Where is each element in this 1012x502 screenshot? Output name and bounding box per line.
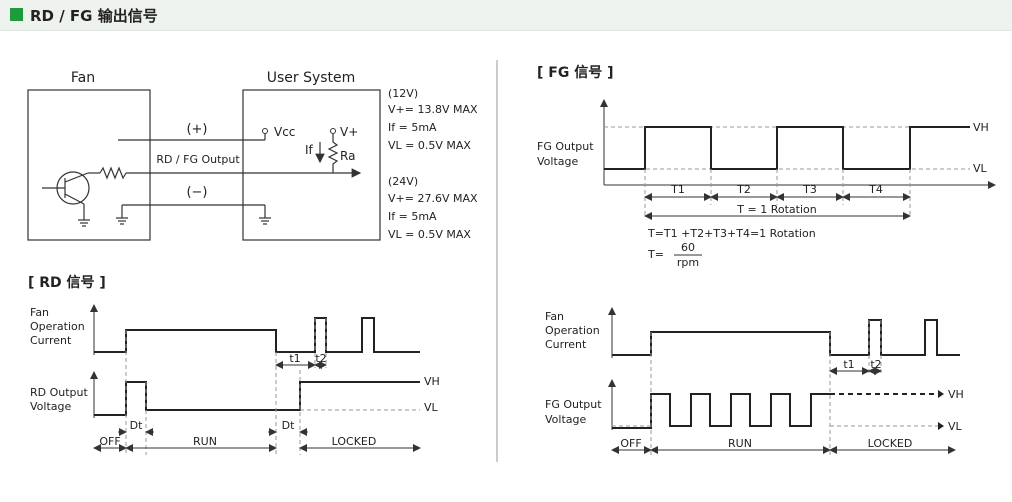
svg-text:VL = 0.5V MAX: VL = 0.5V MAX — [388, 139, 471, 152]
svg-text:Operation: Operation — [545, 324, 600, 337]
svg-text:t1: t1 — [289, 352, 300, 365]
specs-12v: (12V) V+= 13.8V MAX If = 5mA VL = 0.5V M… — [388, 87, 478, 152]
svg-text:T = 1 Rotation: T = 1 Rotation — [736, 203, 816, 216]
svg-text:T4: T4 — [868, 183, 883, 196]
svg-text:Dt: Dt — [282, 419, 295, 432]
fg-waveform-diagram: FG Output Voltage VH VL T1 T2 T3 T4 T = … — [537, 99, 996, 269]
section-header: RD / FG 输出信号 — [0, 0, 1012, 31]
svg-text:VL: VL — [948, 420, 963, 433]
svg-text:T=: T= — [647, 248, 664, 261]
section-title: RD / FG 输出信号 — [30, 7, 158, 25]
if-label: If — [305, 143, 314, 157]
minus-label: (−) — [186, 185, 207, 200]
svg-text:60: 60 — [681, 241, 695, 254]
svg-text:VH: VH — [948, 388, 964, 401]
svg-text:Voltage: Voltage — [537, 155, 578, 168]
svg-text:T3: T3 — [802, 183, 817, 196]
signal-label: RD / FG Output — [156, 153, 240, 166]
svg-text:VH: VH — [973, 121, 989, 134]
svg-text:RD Output: RD Output — [30, 386, 89, 399]
vcc-label: Vcc — [274, 125, 295, 139]
svg-text:rpm: rpm — [677, 256, 699, 269]
svg-text:Voltage: Voltage — [545, 413, 586, 426]
svg-text:If = 5mA: If = 5mA — [388, 121, 437, 134]
svg-text:Voltage: Voltage — [30, 400, 71, 413]
fg-timing-diagram: Fan Operation Current FG Output Voltage … — [545, 307, 964, 455]
rd-section-title: [ RD 信号 ] — [28, 274, 106, 291]
svg-text:FG Output: FG Output — [537, 140, 594, 153]
svg-text:LOCKED: LOCKED — [868, 437, 913, 450]
svg-text:OFF: OFF — [99, 435, 120, 448]
svg-text:OFF: OFF — [620, 437, 641, 450]
svg-text:Fan: Fan — [545, 310, 564, 323]
svg-text:(24V): (24V) — [388, 175, 418, 188]
svg-text:T=T1 +T2+T3+T4=1 Rotation: T=T1 +T2+T3+T4=1 Rotation — [647, 227, 816, 240]
svg-text:V+= 27.6V MAX: V+= 27.6V MAX — [388, 192, 478, 205]
svg-text:FG Output: FG Output — [545, 398, 602, 411]
ra-label: Ra — [340, 149, 355, 163]
fan-label: Fan — [71, 70, 95, 86]
user-system-label: User System — [267, 70, 356, 86]
svg-text:If = 5mA: If = 5mA — [388, 210, 437, 223]
svg-text:VL: VL — [973, 162, 988, 175]
user-system-box — [242, 89, 381, 241]
svg-text:VL: VL — [424, 401, 439, 414]
svg-text:t2: t2 — [870, 358, 881, 371]
svg-text:T1: T1 — [670, 183, 685, 196]
svg-text:(12V): (12V) — [388, 87, 418, 100]
rd-timing-diagram: Fan Operation Current RD Output Voltage … — [30, 304, 440, 455]
svg-text:Dt: Dt — [130, 419, 143, 432]
svg-text:RUN: RUN — [193, 435, 217, 448]
vplus-label: V+ — [340, 125, 358, 139]
svg-text:Current: Current — [545, 338, 587, 351]
svg-text:VH: VH — [424, 375, 440, 388]
fan-box — [27, 89, 151, 241]
svg-text:Operation: Operation — [30, 320, 85, 333]
svg-text:VL = 0.5V MAX: VL = 0.5V MAX — [388, 228, 471, 241]
svg-text:LOCKED: LOCKED — [332, 435, 377, 448]
circuit-diagram: Fan User System (+) Vcc RD / FG Output V… — [27, 70, 381, 241]
plus-label: (+) — [186, 122, 207, 137]
svg-text:t2: t2 — [315, 352, 326, 365]
green-square-icon — [10, 8, 23, 21]
svg-text:Current: Current — [30, 334, 72, 347]
svg-text:t1: t1 — [843, 358, 854, 371]
svg-text:RUN: RUN — [728, 437, 752, 450]
svg-text:V+= 13.8V MAX: V+= 13.8V MAX — [388, 103, 478, 116]
svg-text:Fan: Fan — [30, 306, 49, 319]
specs-24v: (24V) V+= 27.6V MAX If = 5mA VL = 0.5V M… — [388, 175, 478, 241]
svg-text:T2: T2 — [736, 183, 751, 196]
fg-section-title: [ FG 信号 ] — [537, 64, 613, 81]
